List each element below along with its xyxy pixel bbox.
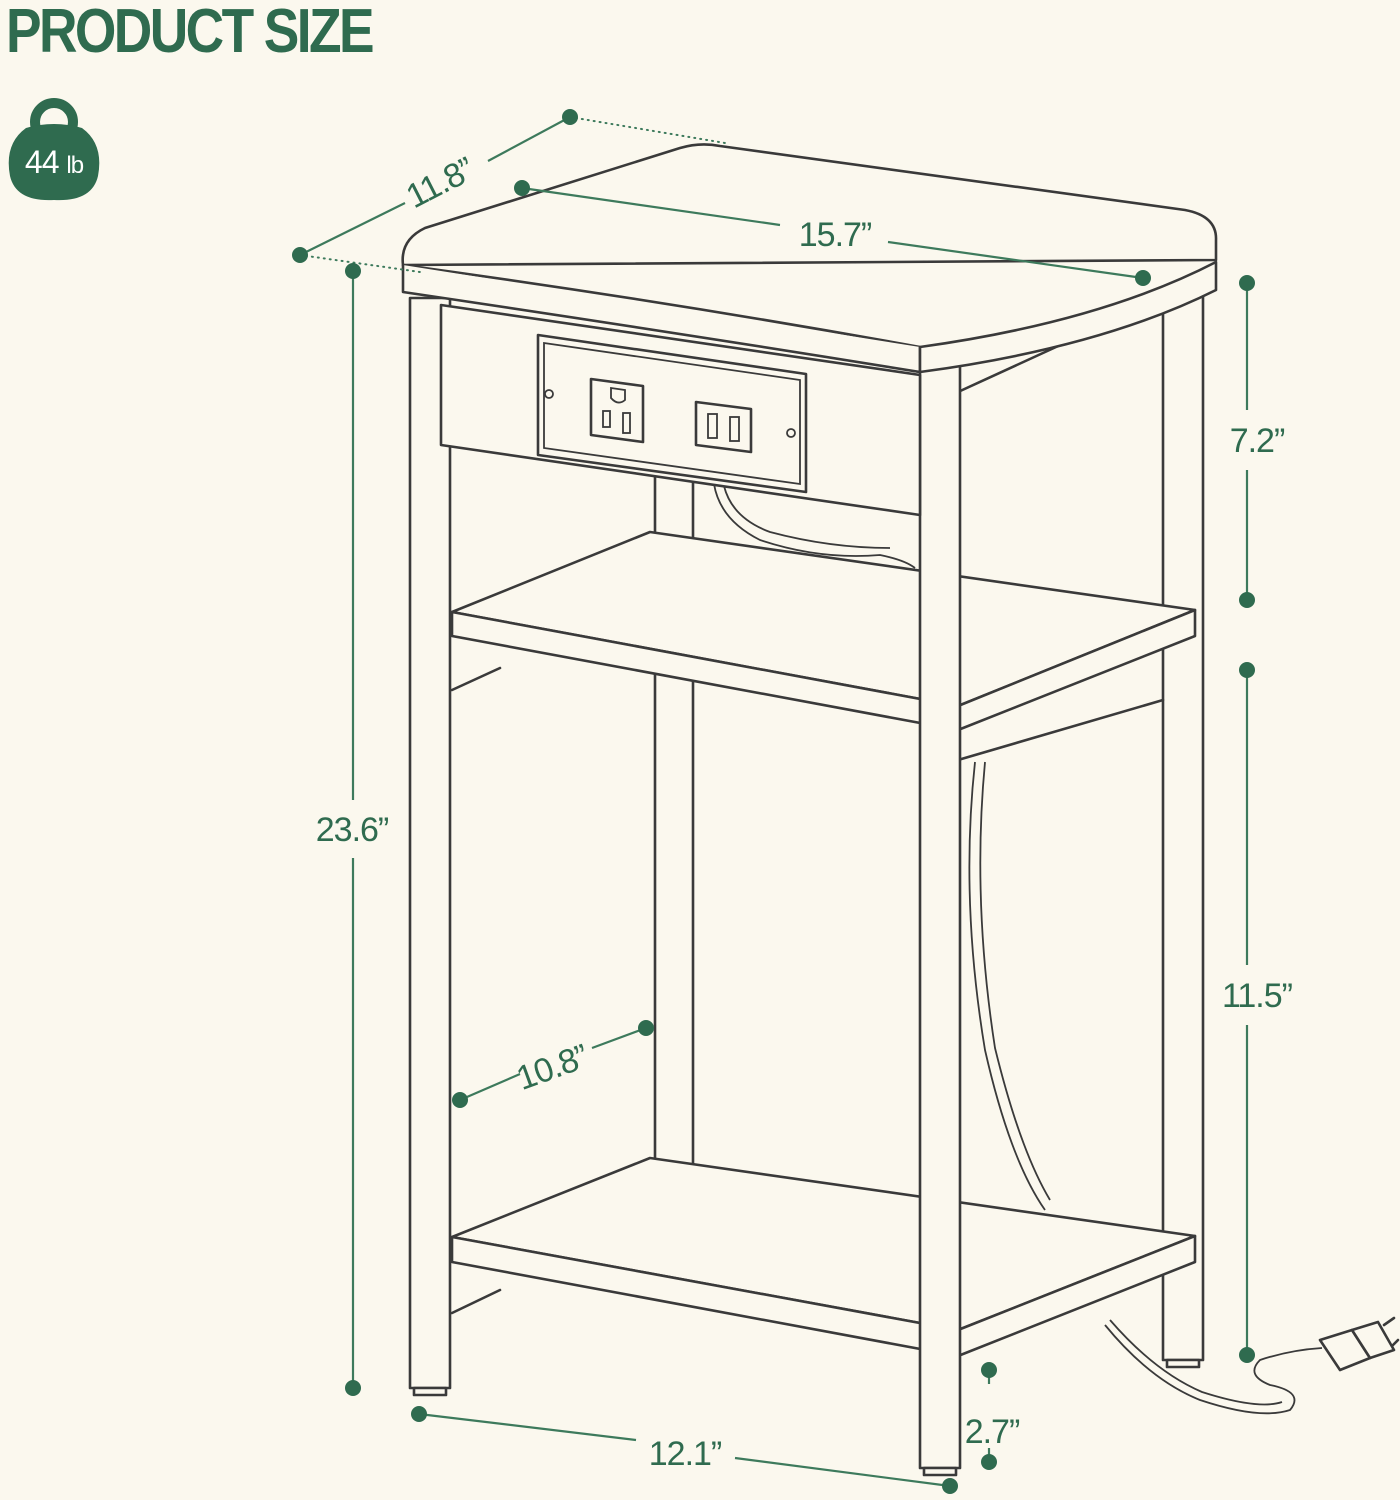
top-width-dimension: 15.7” [514, 180, 1151, 286]
drawer-height-dimension: 7.2” [1230, 275, 1286, 608]
top-width-label: 15.7” [799, 216, 872, 254]
weight-value: 44 [24, 144, 60, 180]
page-title: PRODUCT SIZE [6, 0, 375, 66]
leg-clearance-dimension: 2.7” [965, 1362, 1021, 1470]
tabletop [401, 143, 1218, 267]
bottom-depth-label: 10.8” [512, 1037, 594, 1098]
weight-unit: lb [66, 152, 84, 179]
power-outlet-panel [536, 333, 808, 494]
front-left-leg [408, 296, 452, 1390]
depth-label: 11.8” [400, 150, 480, 216]
front-right-leg [918, 358, 962, 1470]
base-width-dimension: 12.1” [411, 1406, 958, 1494]
back-right-leg [1161, 288, 1205, 1362]
usb-outlet-icon [694, 400, 753, 454]
base-width-label: 12.1” [649, 1435, 722, 1473]
total-height-label: 23.6” [316, 811, 389, 849]
total-height-dimension: 23.6” [316, 263, 390, 1396]
leg-clearance-label: 2.7” [965, 1413, 1020, 1451]
ac-outlet-icon [589, 377, 645, 444]
weight-label: 44 lb [8, 144, 100, 181]
end-table-drawing [401, 143, 1218, 1477]
drawer-height-label: 7.2” [1230, 422, 1285, 460]
bottom-depth-dimension: 10.8” [452, 1020, 654, 1108]
shelf-gap-dimension: 11.5” [1222, 662, 1294, 1363]
power-plug-icon [1104, 1316, 1400, 1415]
shelf-gap-label: 11.5” [1222, 977, 1293, 1015]
weight-icon: 44 lb [8, 96, 100, 202]
